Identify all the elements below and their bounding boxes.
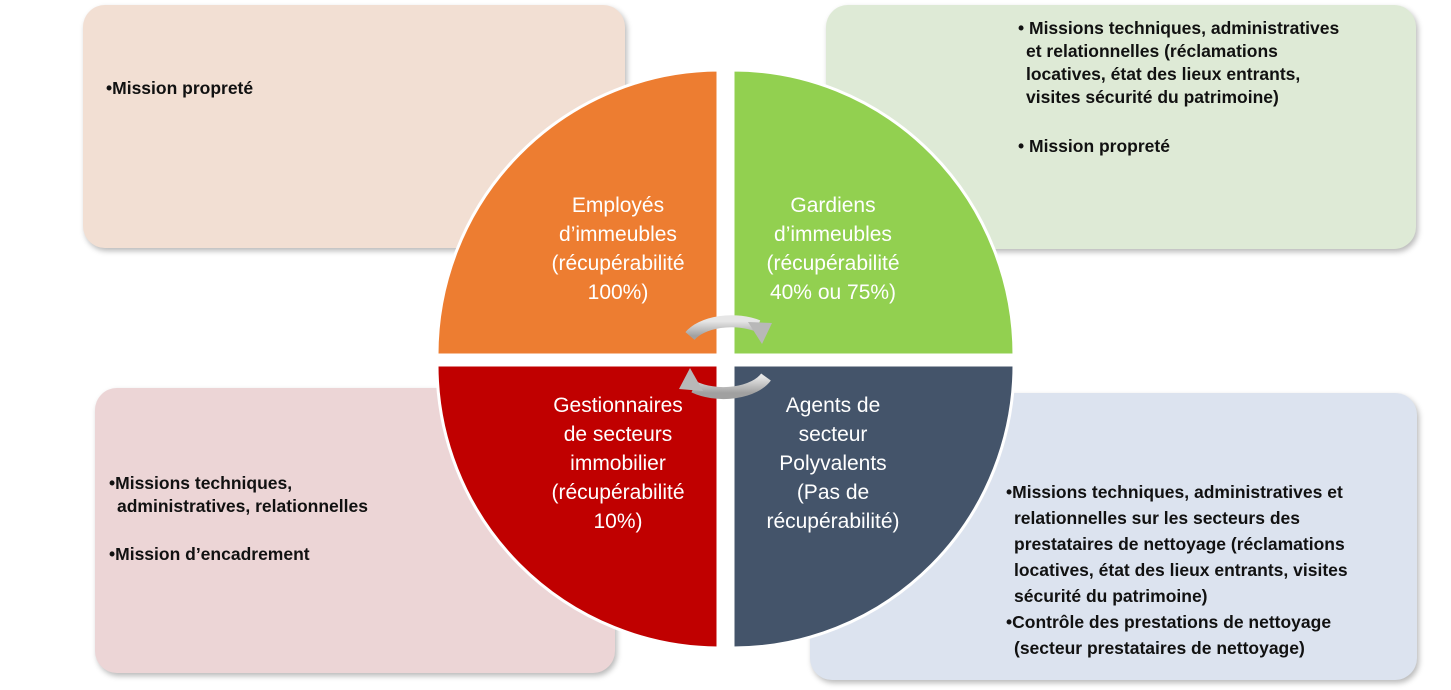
- bullet-line: et relationnelles (réclamations: [1026, 41, 1278, 61]
- quadrant-bottom-left: [435, 363, 720, 650]
- label-line: Agents de: [785, 394, 881, 417]
- quadrant-top-right: [731, 68, 1016, 357]
- bullet-line: •Missions techniques, administratives et: [1006, 482, 1343, 502]
- quadrant-label-bottom-right: Agents de secteur Polyvalents (Pas de ré…: [733, 391, 933, 536]
- bullet-line: (secteur prestataires de nettoyage): [1014, 638, 1305, 658]
- bullet-line: relationnelles sur les secteurs des: [1014, 508, 1300, 528]
- bullet-line: •Missions techniques,: [109, 473, 293, 493]
- label-line: de secteurs: [563, 423, 673, 446]
- label-line: Gardiens: [790, 194, 876, 217]
- box-top-left-text: •Mission propreté: [106, 77, 253, 100]
- label-line: (récupérabilité: [551, 252, 685, 275]
- label-line: Gestionnaires: [553, 394, 683, 417]
- bullet-line: •Contrôle des prestations de nettoyage: [1006, 612, 1332, 632]
- quadrant-label-bottom-left: Gestionnaires de secteurs immobilier (ré…: [518, 391, 718, 536]
- label-line: 10%): [593, 510, 643, 533]
- bullet-item: •Mission propreté: [106, 78, 254, 98]
- label-line: récupérabilité): [766, 510, 900, 533]
- label-line: d’immeubles: [774, 223, 892, 246]
- bullet-line: prestataires de nettoyage (réclamations: [1014, 534, 1345, 554]
- box-bottom-left-text: •Missions techniques, administratives, r…: [109, 472, 368, 566]
- label-line: secteur: [798, 423, 868, 446]
- label-line: 40% ou 75%): [769, 281, 897, 304]
- label-line: d’immeubles: [559, 223, 677, 246]
- label-line: Employés: [571, 194, 665, 217]
- label-line: immobilier: [570, 452, 666, 475]
- label-line: 100%): [587, 281, 649, 304]
- bullet-line: administratives, relationnelles: [117, 496, 368, 516]
- quadrant-bottom-right: [731, 363, 1016, 650]
- box-bottom-right-text: •Missions techniques, administratives et…: [1006, 479, 1348, 661]
- quadrant-top-left: [435, 68, 720, 357]
- bullet-line: • Missions techniques, administratives: [1018, 18, 1340, 38]
- bullet-item: • Mission propreté: [1018, 136, 1170, 156]
- circular-arrows-icon: [679, 315, 772, 400]
- quadrant-label-top-right: Gardiens d’immeubles (récupérabilité 40%…: [733, 191, 933, 307]
- bullet-line: visites sécurité du patrimoine): [1026, 87, 1279, 107]
- quadrant-label-top-left: Employés d’immeubles (récupérabilité 100…: [518, 191, 718, 307]
- label-line: (Pas de: [796, 481, 870, 504]
- label-line: (récupérabilité: [551, 481, 685, 504]
- bullet-line: locatives, état des lieux entrants,: [1026, 64, 1301, 84]
- label-line: Polyvalents: [779, 452, 887, 475]
- label-line: (récupérabilité: [766, 252, 900, 275]
- bullet-item: •Mission d’encadrement: [109, 544, 310, 564]
- bullet-line: sécurité du patrimoine): [1014, 586, 1208, 606]
- box-top-right-text: • Missions techniques, administratives e…: [1018, 17, 1339, 158]
- bullet-line: locatives, état des lieux entrants, visi…: [1014, 560, 1348, 580]
